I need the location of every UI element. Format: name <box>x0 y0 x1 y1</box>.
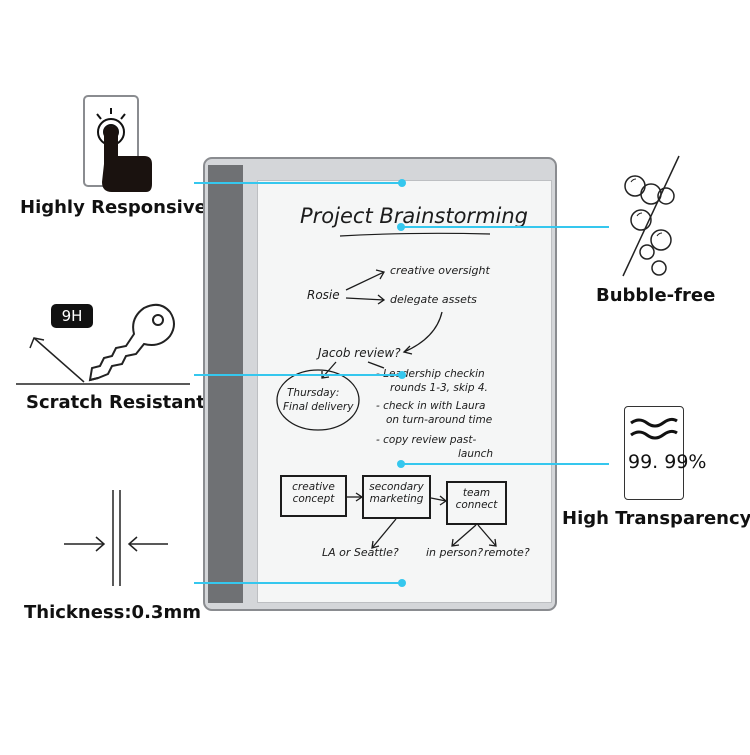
wave-icon <box>630 417 678 440</box>
note-thursday-2: Final delivery <box>283 401 354 413</box>
flow-box-creative: creative concept <box>280 475 347 517</box>
flow-box-creative-line2: concept <box>292 493 335 505</box>
note-remote: remote? <box>484 546 530 559</box>
feature-label-transparency: High Transparency <box>562 508 750 529</box>
note-bullet1-2: rounds 1-3, skip 4. <box>390 382 488 394</box>
flow-box-secondary-line2: marketing <box>369 493 424 505</box>
connector-scratch <box>194 374 404 376</box>
connector-dot-scratch <box>398 371 406 379</box>
feature-label-responsive: Highly Responsive <box>20 197 207 218</box>
connector-dot-transparency <box>397 460 405 468</box>
note-bullet2-1: - check in with Laura <box>376 400 486 412</box>
hardness-badge: 9H <box>51 304 93 328</box>
feature-label-scratch: Scratch Resistant <box>26 392 205 413</box>
thickness-arrows-icon <box>60 488 172 588</box>
bubbles-icon <box>615 154 687 280</box>
flow-box-team-line2: connect <box>455 499 498 511</box>
note-bullet2-2: on turn-around time <box>386 414 493 426</box>
connector-responsive <box>194 182 404 184</box>
connector-bubble <box>401 226 609 228</box>
key-icon <box>14 296 194 388</box>
flow-box-secondary: secondary marketing <box>362 475 431 519</box>
notes-title: Project Brainstorming <box>300 204 528 228</box>
device-bezel <box>208 165 243 603</box>
touch-finger-icon <box>82 94 154 196</box>
note-creative-oversight: creative oversight <box>390 264 490 277</box>
transparency-value: 99. 99% <box>628 451 707 473</box>
connector-dot-thickness <box>398 579 406 587</box>
flow-box-creative-line1: creative <box>292 481 335 493</box>
flow-box-secondary-line1: secondary <box>369 481 424 493</box>
note-thursday-1: Thursday: <box>287 387 340 399</box>
note-rosie: Rosie <box>307 288 340 302</box>
title-underline <box>300 230 500 244</box>
feature-label-thickness: Thickness:0.3mm <box>24 602 201 623</box>
transparency-card <box>624 406 684 500</box>
connector-transparency <box>401 463 609 465</box>
note-la-seattle: LA or Seattle? <box>322 546 399 559</box>
note-jacob: Jacob review? <box>318 346 401 360</box>
connector-dot-responsive <box>398 179 406 187</box>
feature-label-bubble: Bubble-free <box>596 285 716 306</box>
flow-box-team-line1: team <box>462 487 491 499</box>
connector-dot-bubble <box>397 223 405 231</box>
note-delegate-assets: delegate assets <box>390 293 477 306</box>
connector-thickness <box>194 582 404 584</box>
note-in-person: in person? <box>426 546 484 559</box>
flow-box-team: team connect <box>446 481 507 525</box>
note-bullet3-2: launch <box>458 448 494 460</box>
note-bullet3-1: - copy review past- <box>376 434 477 446</box>
